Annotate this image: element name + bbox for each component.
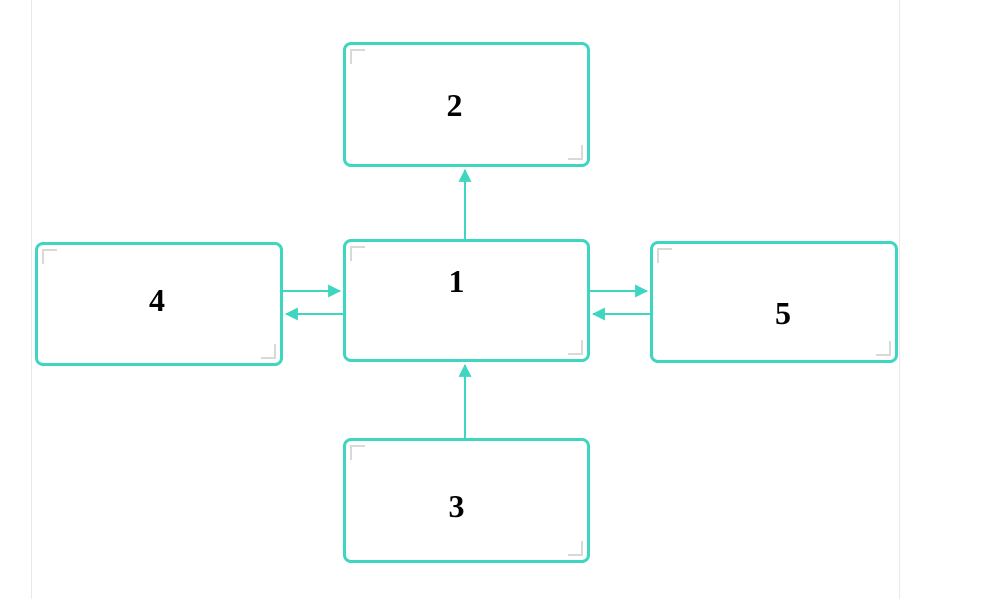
node-box-4[interactable]: 4 bbox=[35, 242, 283, 366]
node-label-5: 5 bbox=[775, 295, 791, 331]
node-label-2: 2 bbox=[446, 86, 463, 123]
corner-mark-bottom-right bbox=[261, 344, 276, 359]
corner-mark-bottom-right bbox=[568, 145, 583, 160]
node-box-1[interactable]: 1 bbox=[343, 239, 590, 362]
node-box-2[interactable]: 2 bbox=[343, 42, 590, 167]
corner-mark-top-left bbox=[350, 246, 365, 261]
node-label-3: 3 bbox=[448, 487, 465, 524]
node-label-4: 4 bbox=[149, 282, 165, 318]
corner-mark-bottom-right bbox=[568, 340, 583, 355]
corner-mark-top-left bbox=[350, 49, 365, 64]
node-label-1: 1 bbox=[448, 262, 465, 299]
page-guide-right bbox=[899, 0, 900, 599]
corner-mark-bottom-right bbox=[876, 341, 891, 356]
corner-mark-top-left bbox=[42, 249, 57, 264]
node-box-5[interactable]: 5 bbox=[650, 241, 898, 363]
corner-mark-top-left bbox=[350, 445, 365, 460]
node-box-3[interactable]: 3 bbox=[343, 438, 590, 563]
corner-mark-bottom-right bbox=[568, 541, 583, 556]
corner-mark-top-left bbox=[657, 248, 672, 263]
page-guide-left bbox=[31, 0, 32, 599]
